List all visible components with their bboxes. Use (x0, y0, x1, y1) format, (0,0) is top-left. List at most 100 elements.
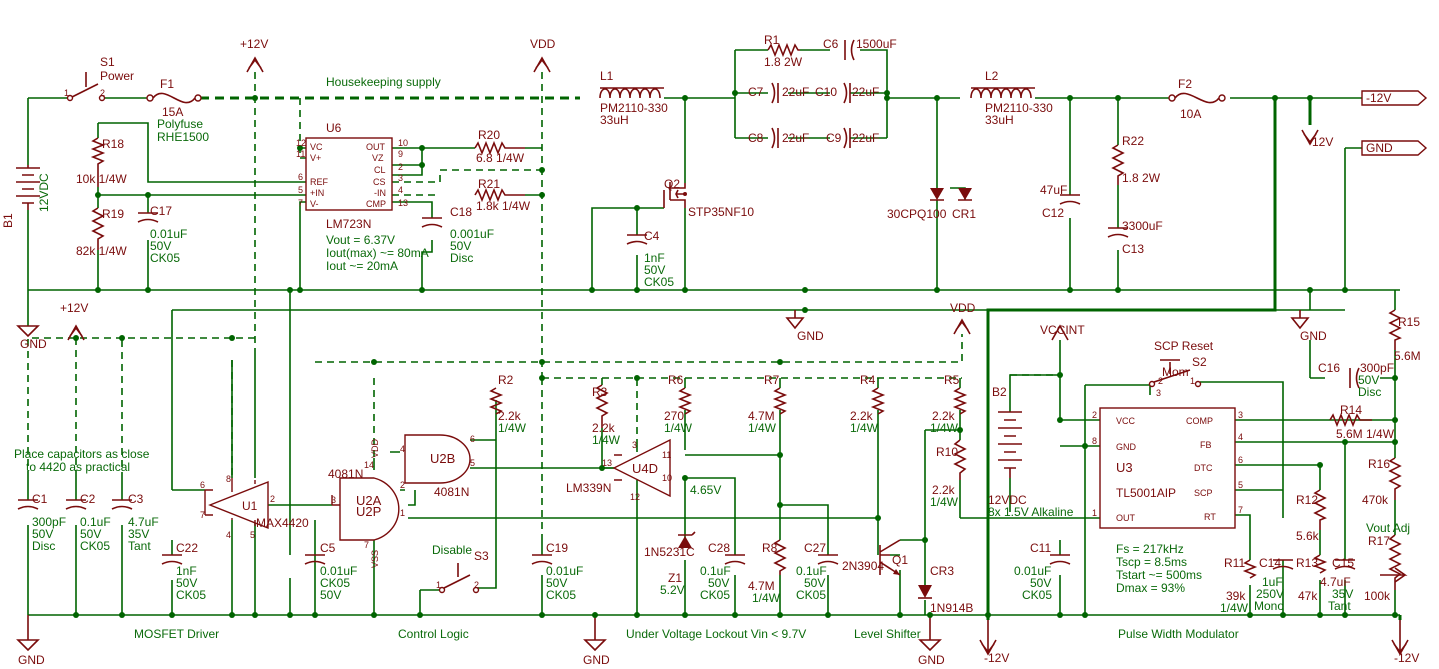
svg-text:250V: 250V (1256, 587, 1284, 601)
svg-text:14: 14 (364, 460, 374, 470)
svg-text:R2: R2 (498, 373, 514, 387)
svg-text:C12: C12 (1042, 206, 1064, 220)
svg-text:1N914B: 1N914B (930, 601, 973, 615)
rail-p12a: +12V (240, 37, 268, 51)
svg-text:5.6M: 5.6M (1394, 349, 1421, 363)
svg-text:C22: C22 (176, 541, 198, 555)
svg-text:Tant: Tant (1328, 599, 1351, 613)
note-cap1: Place capacitors as close (14, 447, 150, 461)
svg-text:5: 5 (1238, 480, 1243, 490)
svg-text:U6: U6 (326, 121, 342, 135)
svg-text:1: 1 (64, 88, 69, 98)
svg-text:C13: C13 (1122, 242, 1144, 256)
rail-vdd-mid: VDD (950, 301, 976, 315)
svg-text:CK05: CK05 (796, 588, 826, 602)
svg-text:VC: VC (310, 142, 323, 152)
svg-text:47uF: 47uF (1040, 183, 1067, 197)
svg-text:U2P: U2P (356, 504, 381, 519)
gnd-label: GND (583, 653, 610, 667)
svg-text:MAX4420: MAX4420 (256, 516, 309, 530)
svg-text:V+: V+ (310, 153, 321, 163)
power-symbols (16, 56, 1428, 656)
svg-text:C9: C9 (826, 131, 842, 145)
svg-text:9: 9 (398, 149, 403, 159)
comparator-u4d (612, 438, 671, 498)
svg-text:C10: C10 (815, 85, 837, 99)
svg-text:10: 10 (662, 473, 672, 483)
svg-text:4081N: 4081N (434, 485, 469, 499)
gnd-symbol (16, 325, 40, 338)
svg-text:8: 8 (226, 474, 231, 484)
svg-text:470k: 470k (1362, 493, 1389, 507)
svg-text:8x 1.5V Alkaline: 8x 1.5V Alkaline (988, 505, 1074, 519)
svg-text:3300uF: 3300uF (1122, 219, 1163, 233)
svg-text:TL5001AIP: TL5001AIP (1116, 486, 1176, 500)
svg-text:5.2V: 5.2V (660, 583, 685, 597)
svg-text:Disc: Disc (450, 251, 473, 265)
svg-text:R13: R13 (1296, 556, 1318, 570)
svg-text:100k: 100k (1364, 589, 1391, 603)
svg-text:30CPQ100: 30CPQ100 (887, 207, 947, 221)
svg-text:12: 12 (296, 138, 306, 148)
svg-text:VCC: VCC (1116, 416, 1136, 426)
switch-s2 (1148, 359, 1202, 388)
diode-cr3 (918, 585, 932, 599)
svg-text:0.1uF: 0.1uF (700, 564, 731, 578)
symbols (16, 39, 1408, 599)
svg-text:50V: 50V (80, 527, 101, 541)
svg-text:50V: 50V (176, 576, 197, 590)
gnd-label: GND (1300, 329, 1327, 343)
zener-z1 (678, 531, 696, 548)
npn-q1 (879, 539, 901, 576)
svg-text:LM723N: LM723N (326, 217, 371, 231)
svg-text:7: 7 (298, 198, 303, 208)
svg-text:47k: 47k (1298, 589, 1318, 603)
svg-text:4.7M: 4.7M (748, 409, 775, 423)
ic-u3 (1099, 407, 1236, 529)
svg-text:R11: R11 (1224, 556, 1245, 570)
svg-text:5: 5 (470, 458, 475, 468)
svg-text:0.1uF: 0.1uF (80, 515, 111, 529)
svg-text:CK05: CK05 (1022, 588, 1052, 602)
svg-text:5: 5 (250, 530, 255, 540)
svg-text:7: 7 (364, 540, 369, 550)
svg-text:39k: 39k (1226, 589, 1246, 603)
gnd-label: GND (20, 337, 47, 351)
svg-text:4.7uF: 4.7uF (128, 515, 159, 529)
svg-text:Mono: Mono (1254, 599, 1284, 613)
svg-text:12VDC: 12VDC (37, 173, 51, 212)
rail-vccint: VCCINT (1040, 323, 1085, 337)
section-mosfet-driver: MOSFET Driver (134, 627, 219, 641)
svg-text:C8: C8 (748, 131, 764, 145)
svg-text:Polyfuse: Polyfuse (157, 117, 203, 131)
svg-text:C7: C7 (748, 85, 764, 99)
svg-text:50V: 50V (32, 527, 53, 541)
svg-text:C27: C27 (804, 541, 826, 555)
svg-text:V-: V- (310, 199, 319, 209)
svg-text:R16: R16 (1368, 457, 1390, 471)
svg-text:F1: F1 (160, 77, 174, 91)
svg-text:R22: R22 (1122, 134, 1144, 148)
note-u4-v: 4.65V (690, 483, 721, 497)
svg-text:5: 5 (298, 185, 303, 195)
svg-text:CK05: CK05 (546, 588, 576, 602)
svg-text:6: 6 (200, 480, 205, 490)
svg-text:PM2110-330: PM2110-330 (985, 101, 1053, 115)
svg-text:C14: C14 (1259, 556, 1281, 570)
svg-text:1: 1 (400, 508, 405, 518)
svg-text:U2B: U2B (430, 451, 455, 466)
note-u6-v: Vout = 6.37V (326, 233, 395, 247)
svg-text:6: 6 (470, 434, 475, 444)
svg-text:C4: C4 (644, 229, 660, 243)
svg-text:4.7M: 4.7M (748, 579, 775, 593)
wires (27, 49, 1400, 616)
svg-text:3: 3 (632, 440, 637, 450)
svg-text:R15: R15 (1398, 315, 1420, 329)
note-fs: Fs = 217kHz (1116, 542, 1184, 556)
n12-label: -12V (1394, 651, 1419, 665)
svg-text:C15: C15 (1332, 556, 1354, 570)
svg-text:Vout Adj: Vout Adj (1366, 521, 1410, 535)
svg-text:50V: 50V (804, 576, 825, 590)
svg-text:1.8 2W: 1.8 2W (764, 55, 803, 69)
